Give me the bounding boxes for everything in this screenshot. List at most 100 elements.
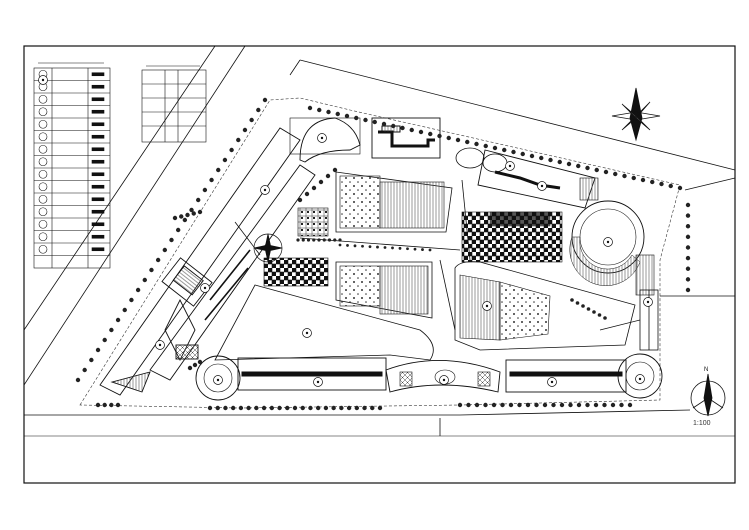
tree bbox=[149, 267, 154, 273]
zone-tag-dot bbox=[203, 286, 207, 290]
tree bbox=[109, 402, 114, 408]
tree bbox=[115, 317, 121, 323]
legend-symbol bbox=[38, 107, 48, 117]
tree bbox=[428, 248, 432, 252]
tree bbox=[551, 402, 556, 408]
tree bbox=[559, 402, 565, 408]
tree-row bbox=[75, 97, 691, 411]
nw-rotunda bbox=[299, 117, 361, 163]
tree bbox=[685, 234, 691, 240]
tree bbox=[346, 244, 349, 247]
tree bbox=[391, 123, 396, 129]
road-edges bbox=[23, 45, 736, 436]
tree bbox=[135, 287, 141, 293]
tree bbox=[262, 97, 268, 103]
tree bbox=[398, 246, 402, 250]
tree bbox=[406, 247, 409, 251]
tree bbox=[603, 316, 607, 320]
zone-tag-dot bbox=[316, 380, 320, 384]
tree bbox=[338, 243, 342, 247]
tree bbox=[640, 177, 646, 183]
legend-table bbox=[33, 62, 111, 269]
tree bbox=[372, 119, 377, 125]
legend-symbol bbox=[38, 144, 48, 154]
legend-value-mark bbox=[91, 109, 105, 114]
tree bbox=[318, 179, 324, 185]
tree bbox=[576, 163, 581, 169]
tree bbox=[539, 155, 544, 161]
zone-tag-dot bbox=[646, 300, 650, 304]
tree bbox=[115, 402, 121, 408]
tree bbox=[529, 153, 535, 159]
south-buildings bbox=[237, 357, 627, 393]
legend-symbol bbox=[38, 119, 48, 129]
zone-tag-dot bbox=[485, 304, 489, 308]
tree bbox=[254, 405, 259, 411]
tree bbox=[525, 402, 531, 408]
tree bbox=[179, 214, 184, 219]
legend-symbol bbox=[38, 169, 48, 179]
tree bbox=[169, 237, 174, 243]
tree bbox=[327, 238, 332, 242]
tree bbox=[474, 402, 480, 408]
zone-tag-dot bbox=[638, 377, 642, 381]
tree bbox=[236, 137, 241, 143]
legend-value-mark bbox=[91, 159, 105, 164]
tree bbox=[249, 117, 254, 123]
legend-value-mark bbox=[91, 147, 105, 152]
tree bbox=[142, 277, 147, 283]
tree bbox=[483, 143, 488, 149]
tree bbox=[323, 405, 329, 411]
tree bbox=[256, 107, 261, 113]
tree bbox=[685, 255, 691, 261]
tree bbox=[517, 402, 522, 408]
tree bbox=[650, 179, 655, 185]
tree bbox=[285, 405, 290, 411]
tree bbox=[242, 127, 248, 133]
tree bbox=[202, 187, 208, 193]
tree bbox=[492, 145, 498, 151]
tree bbox=[216, 167, 221, 173]
tree bbox=[568, 402, 573, 408]
tree bbox=[603, 169, 609, 175]
tree bbox=[292, 405, 298, 411]
tree bbox=[659, 181, 664, 187]
tree bbox=[511, 149, 516, 155]
tree bbox=[622, 173, 627, 179]
tree bbox=[261, 405, 267, 411]
tree bbox=[315, 405, 321, 411]
tree bbox=[592, 310, 596, 314]
tree bbox=[155, 257, 161, 263]
tree bbox=[187, 365, 193, 371]
tree bbox=[576, 402, 582, 408]
tree bbox=[192, 362, 198, 368]
tree bbox=[597, 313, 602, 317]
tree bbox=[297, 197, 303, 203]
tree bbox=[223, 405, 228, 411]
tree bbox=[566, 161, 572, 167]
tree bbox=[421, 248, 424, 251]
tree bbox=[586, 307, 591, 311]
tree bbox=[182, 217, 188, 223]
tree bbox=[685, 213, 691, 218]
tree bbox=[122, 307, 127, 313]
tree bbox=[311, 185, 317, 191]
legend-symbol bbox=[38, 207, 48, 217]
sw-pavilion bbox=[195, 355, 241, 401]
tree bbox=[381, 121, 387, 127]
tree bbox=[215, 405, 220, 411]
tree bbox=[465, 139, 470, 145]
legend-value-mark bbox=[91, 184, 105, 189]
tree bbox=[175, 227, 181, 233]
tree bbox=[306, 238, 311, 242]
tree bbox=[409, 127, 414, 133]
tree bbox=[377, 405, 383, 411]
legend-symbol bbox=[38, 219, 48, 229]
tree bbox=[312, 238, 316, 242]
tree bbox=[619, 402, 624, 408]
tree bbox=[363, 117, 368, 123]
zone-tag-dot bbox=[41, 78, 45, 82]
tree bbox=[82, 367, 87, 373]
tree bbox=[197, 359, 203, 365]
tree bbox=[613, 171, 618, 177]
